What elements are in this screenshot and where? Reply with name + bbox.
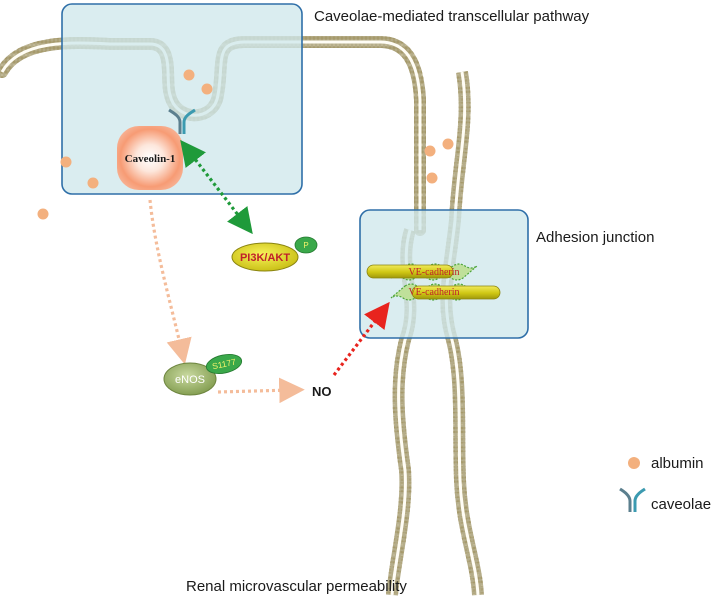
albumin-dot bbox=[183, 69, 195, 81]
caveolin-enos-arrow bbox=[148, 199, 192, 365]
pi3k-akt-node bbox=[231, 242, 299, 272]
albumin-dot bbox=[426, 172, 438, 184]
phospho-label: P bbox=[303, 241, 308, 250]
right-membrane bbox=[440, 71, 484, 596]
ve-cadherin-bar-bottom bbox=[411, 285, 501, 300]
enos-node bbox=[163, 362, 217, 396]
caveolin-1-label: Caveolin-1 bbox=[125, 153, 176, 165]
albumin-dot bbox=[442, 138, 454, 150]
no-label: NO bbox=[312, 384, 332, 399]
s1177-badge bbox=[205, 354, 243, 374]
caveolin-1-node bbox=[117, 126, 183, 190]
albumin-dot bbox=[60, 156, 72, 168]
enos-no-arrow bbox=[217, 377, 305, 404]
albumin-dot bbox=[37, 208, 49, 220]
legend: albumin caveolae bbox=[619, 455, 711, 513]
enos-label: eNOS bbox=[175, 374, 205, 386]
ve-cadherin-bar-top bbox=[366, 264, 454, 279]
pi3k-akt-label: PI3K/AKT bbox=[240, 252, 290, 264]
caption: Renal microvascular permeability bbox=[186, 578, 407, 595]
legend-albumin-label: albumin bbox=[651, 455, 704, 472]
albumin-dot-icon bbox=[628, 457, 640, 469]
ve-cadherin-bottom-label: VE-cadherin bbox=[408, 287, 459, 298]
ve-cadherin-top-label: VE-cadherin bbox=[408, 267, 459, 278]
no-vecadherin-arrow bbox=[332, 301, 390, 376]
adhesion-junction-title: Adhesion junction bbox=[536, 229, 654, 246]
ve-cadherin-complex: VE-cadherin VE-cadherin bbox=[366, 263, 501, 301]
albumin-particles bbox=[37, 69, 454, 220]
phospho-badge bbox=[294, 236, 318, 254]
legend-caveolae-label: caveolae bbox=[651, 496, 711, 513]
albumin-dot bbox=[201, 83, 213, 95]
caveolae-pathway-title: Caveolae-mediated transcellular pathway bbox=[314, 8, 590, 25]
s1177-label: S1177 bbox=[211, 357, 237, 372]
albumin-dot bbox=[424, 145, 436, 157]
caveolae-legend-icon bbox=[619, 487, 646, 512]
caveolae-icon bbox=[168, 108, 196, 134]
albumin-dot bbox=[87, 177, 99, 189]
